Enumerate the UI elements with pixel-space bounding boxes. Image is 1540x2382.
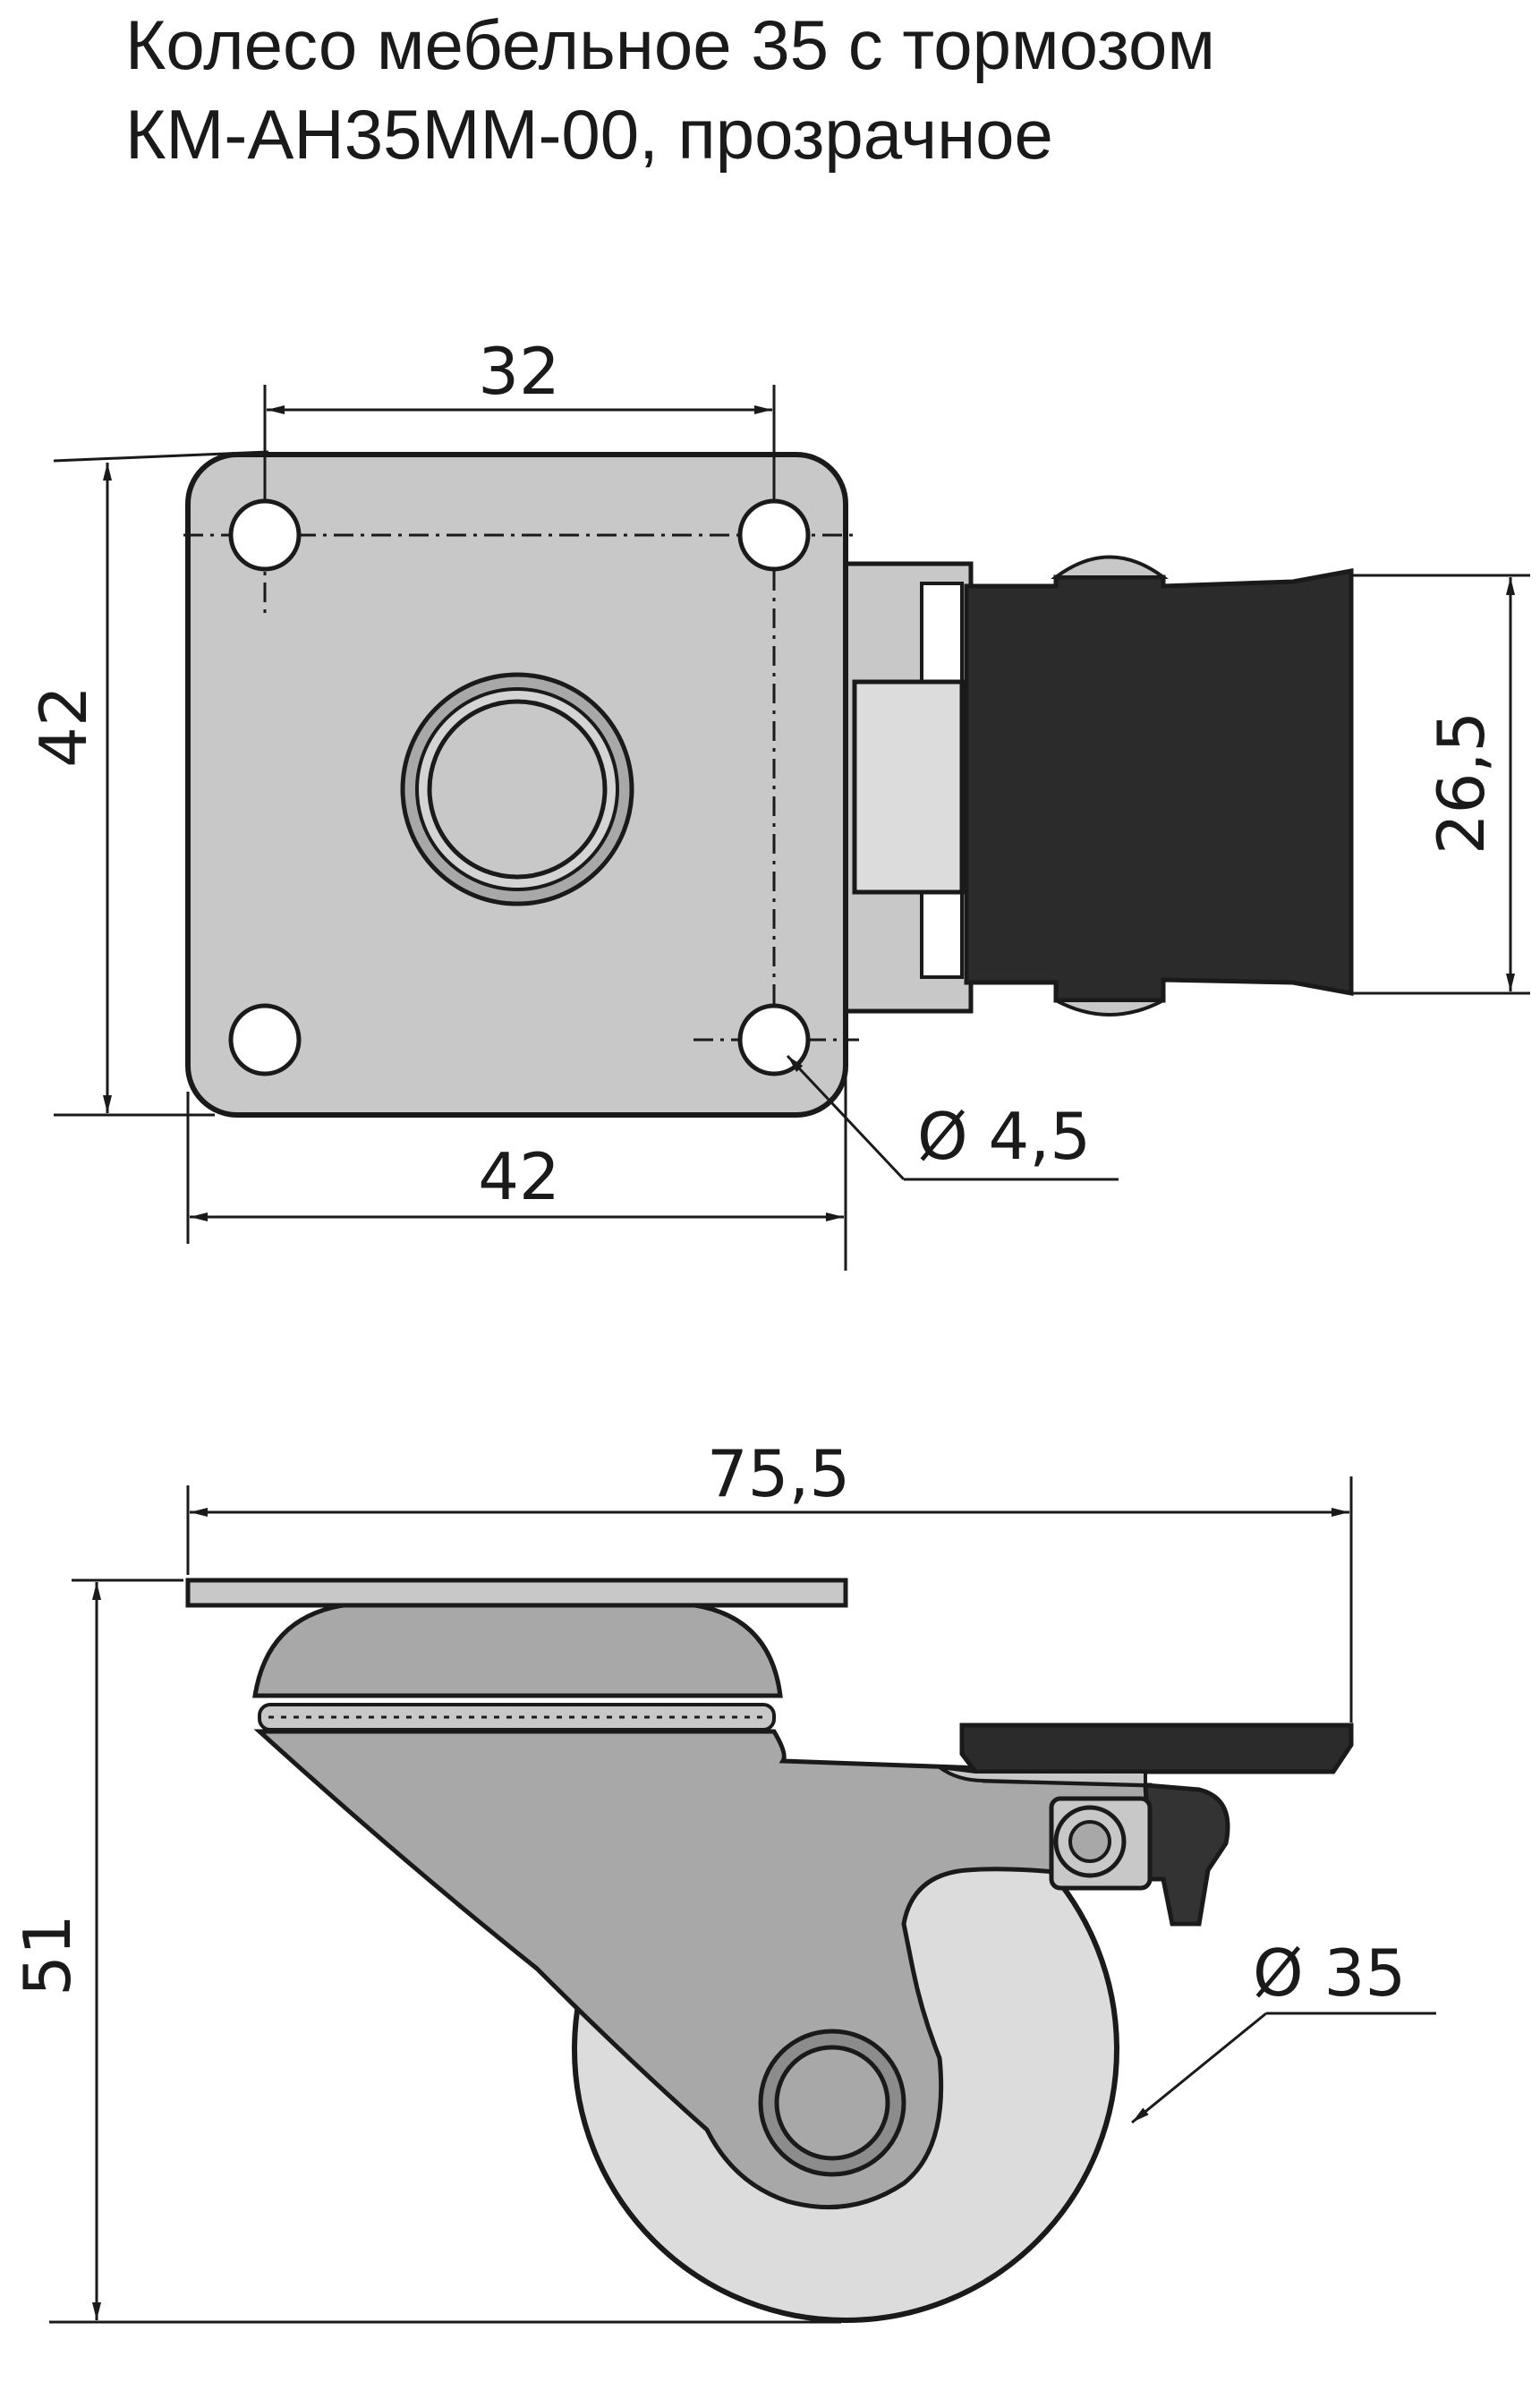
brake-pivot-inner xyxy=(1068,1820,1111,1863)
dim-hole-label: Ø 4,5 xyxy=(917,1099,1091,1174)
mounting-hole-tl xyxy=(228,498,302,572)
brake-tab-bottom xyxy=(1055,999,1164,1017)
brake-arm xyxy=(1110,1782,1230,1927)
product-title: Колесо мебельное 35 с тормозом КМ-АН35ММ… xyxy=(125,0,1521,179)
title-line-2: КМ-АН35ММ-00, прозрачное xyxy=(125,95,1053,174)
mounting-hole-bl xyxy=(228,1003,302,1076)
dim-42v-ext-top xyxy=(53,450,269,463)
dim-42h-label: 42 xyxy=(478,1139,560,1214)
swivel-ring-inner xyxy=(427,699,608,880)
brake-link xyxy=(932,1765,1147,1788)
mounting-hole-br xyxy=(737,1003,811,1076)
top-view: 32 42 42 26,5 Ø 4,5 xyxy=(26,334,1530,1271)
mounting-hole-tr xyxy=(737,498,811,572)
dim-42v-label: 42 xyxy=(26,685,101,768)
dim-hole-leader xyxy=(786,1054,906,1181)
dim-wheel-leader xyxy=(1131,2012,1267,2124)
side-view: 75,5 51 Ø 35 xyxy=(10,1436,1436,2324)
mounting-plate-side xyxy=(185,1578,848,1608)
dim-755-label: 75,5 xyxy=(707,1436,850,1511)
axle-inner xyxy=(774,2045,890,2161)
title-line-1: Колесо мебельное 35 с тормозом xyxy=(125,5,1216,84)
brake-tab-top xyxy=(1050,555,1170,579)
dim-32-label: 32 xyxy=(478,334,560,409)
dim-wheel-label: Ø 35 xyxy=(1253,1935,1406,2011)
brake-pedal-top xyxy=(964,567,1354,1003)
swivel-housing xyxy=(252,1601,783,1698)
brake-lever xyxy=(959,1723,1354,1774)
dim-265-label: 26,5 xyxy=(1424,711,1499,855)
dim-51-label: 51 xyxy=(10,1914,85,1996)
axle-cap-top xyxy=(852,679,965,895)
